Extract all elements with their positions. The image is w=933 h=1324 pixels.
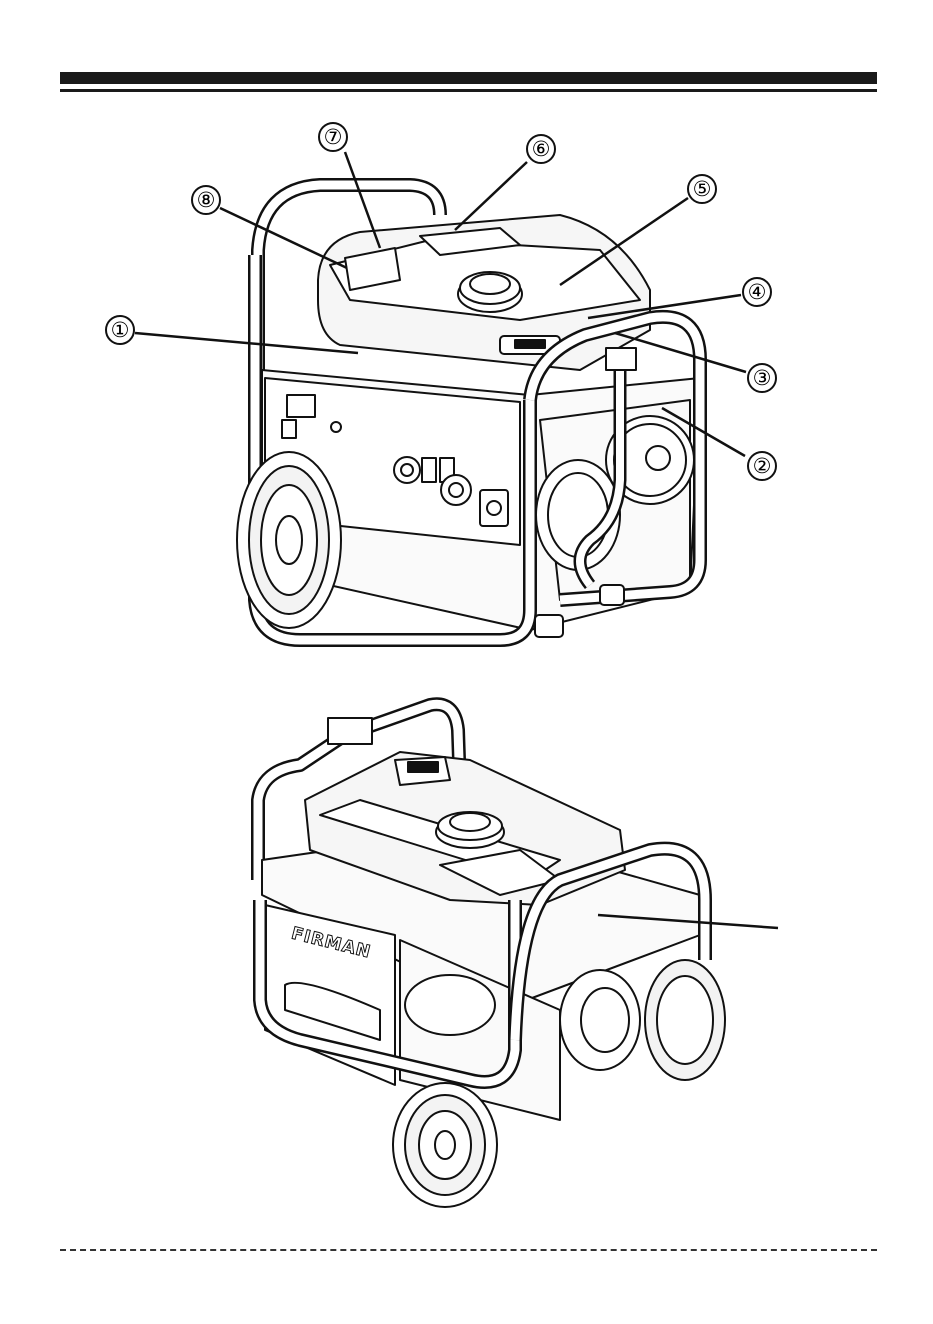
- callout-5: ⑤: [693, 177, 712, 201]
- footer-rule: [60, 1249, 877, 1251]
- generator-illustration-bottom: [258, 704, 725, 1207]
- callout-1: ①: [111, 318, 130, 342]
- callout-6: ⑥: [532, 137, 551, 161]
- callout-4: ④: [748, 280, 767, 304]
- callout-3: ③: [753, 366, 772, 390]
- callout-7: ⑦: [324, 125, 343, 149]
- callout-8: ⑧: [197, 188, 216, 212]
- callout-2: ②: [753, 454, 772, 478]
